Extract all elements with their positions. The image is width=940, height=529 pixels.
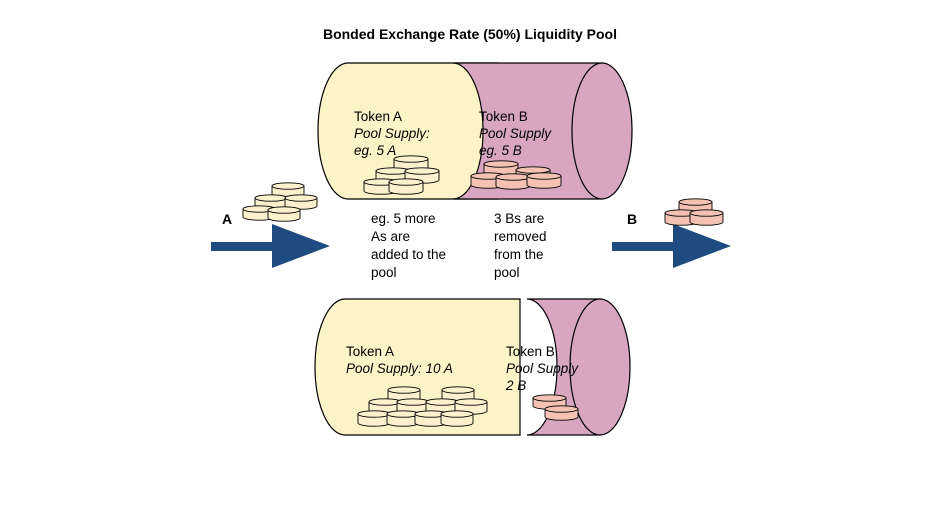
token-a-coin [386, 410, 420, 427]
top-token-b-supply-value: eg. 5 B [479, 143, 522, 158]
diagram-title: Bonded Exchange Rate (50%) Liquidity Poo… [322, 26, 618, 42]
bottom-token-b-name: Token B [506, 344, 555, 359]
top-token-a-label: Token A Pool Supply: eg. 5 A [354, 108, 430, 159]
top-pool-cylinder-end [571, 62, 633, 200]
output-note-line: pool [494, 265, 520, 280]
top-token-a-name: Token A [354, 109, 403, 124]
token-a-coin [284, 194, 318, 210]
input-note-line: eg. 5 more [371, 211, 436, 226]
bottom-token-a-label: Token A Pool Supply: 10 A [346, 343, 453, 377]
output-note-line: from the [494, 247, 544, 262]
token-a-coin [267, 206, 301, 222]
top-token-b-name: Token B [479, 109, 528, 124]
input-note-line: pool [371, 265, 397, 280]
bottom-pool-cylinder-end [569, 298, 631, 436]
output-note: 3 Bs are removed from the pool [494, 210, 547, 282]
top-token-a-supply-value: eg. 5 A [354, 143, 397, 158]
bottom-token-b-label: Token B Pool Supply 2 B [506, 343, 578, 394]
input-note-line: added to the [371, 247, 447, 262]
top-token-b-label: Token B Pool Supply eg. 5 B [479, 108, 551, 159]
token-b-coin [526, 172, 562, 189]
bottom-token-a-name: Token A [346, 344, 395, 359]
bottom-token-b-supply-value: 2 B [506, 378, 527, 393]
top-token-a-supply-label: Pool Supply: [354, 126, 430, 141]
input-note-line: As are [371, 229, 411, 244]
token-b-coin [544, 405, 579, 421]
output-arrow [612, 224, 731, 268]
token-b-coin [495, 173, 531, 190]
token-a-coin [357, 410, 391, 427]
output-note-line: removed [494, 229, 547, 244]
token-a-coin [388, 178, 424, 195]
bottom-token-a-supply-label: Pool Supply: 10 A [346, 361, 453, 376]
output-note-line: 3 Bs are [494, 211, 545, 226]
top-token-b-supply-label: Pool Supply [479, 126, 552, 141]
token-a-coin [440, 410, 474, 427]
output-token-label: B [627, 211, 638, 227]
token-b-coin [689, 209, 724, 226]
coin-stacks [242, 155, 724, 427]
input-arrow [211, 224, 330, 268]
bottom-token-b-supply-label: Pool Supply [506, 361, 579, 376]
top-pool-token-a-section [317, 62, 499, 200]
input-token-label: A [222, 211, 233, 227]
input-note: eg. 5 more As are added to the pool [371, 210, 446, 282]
